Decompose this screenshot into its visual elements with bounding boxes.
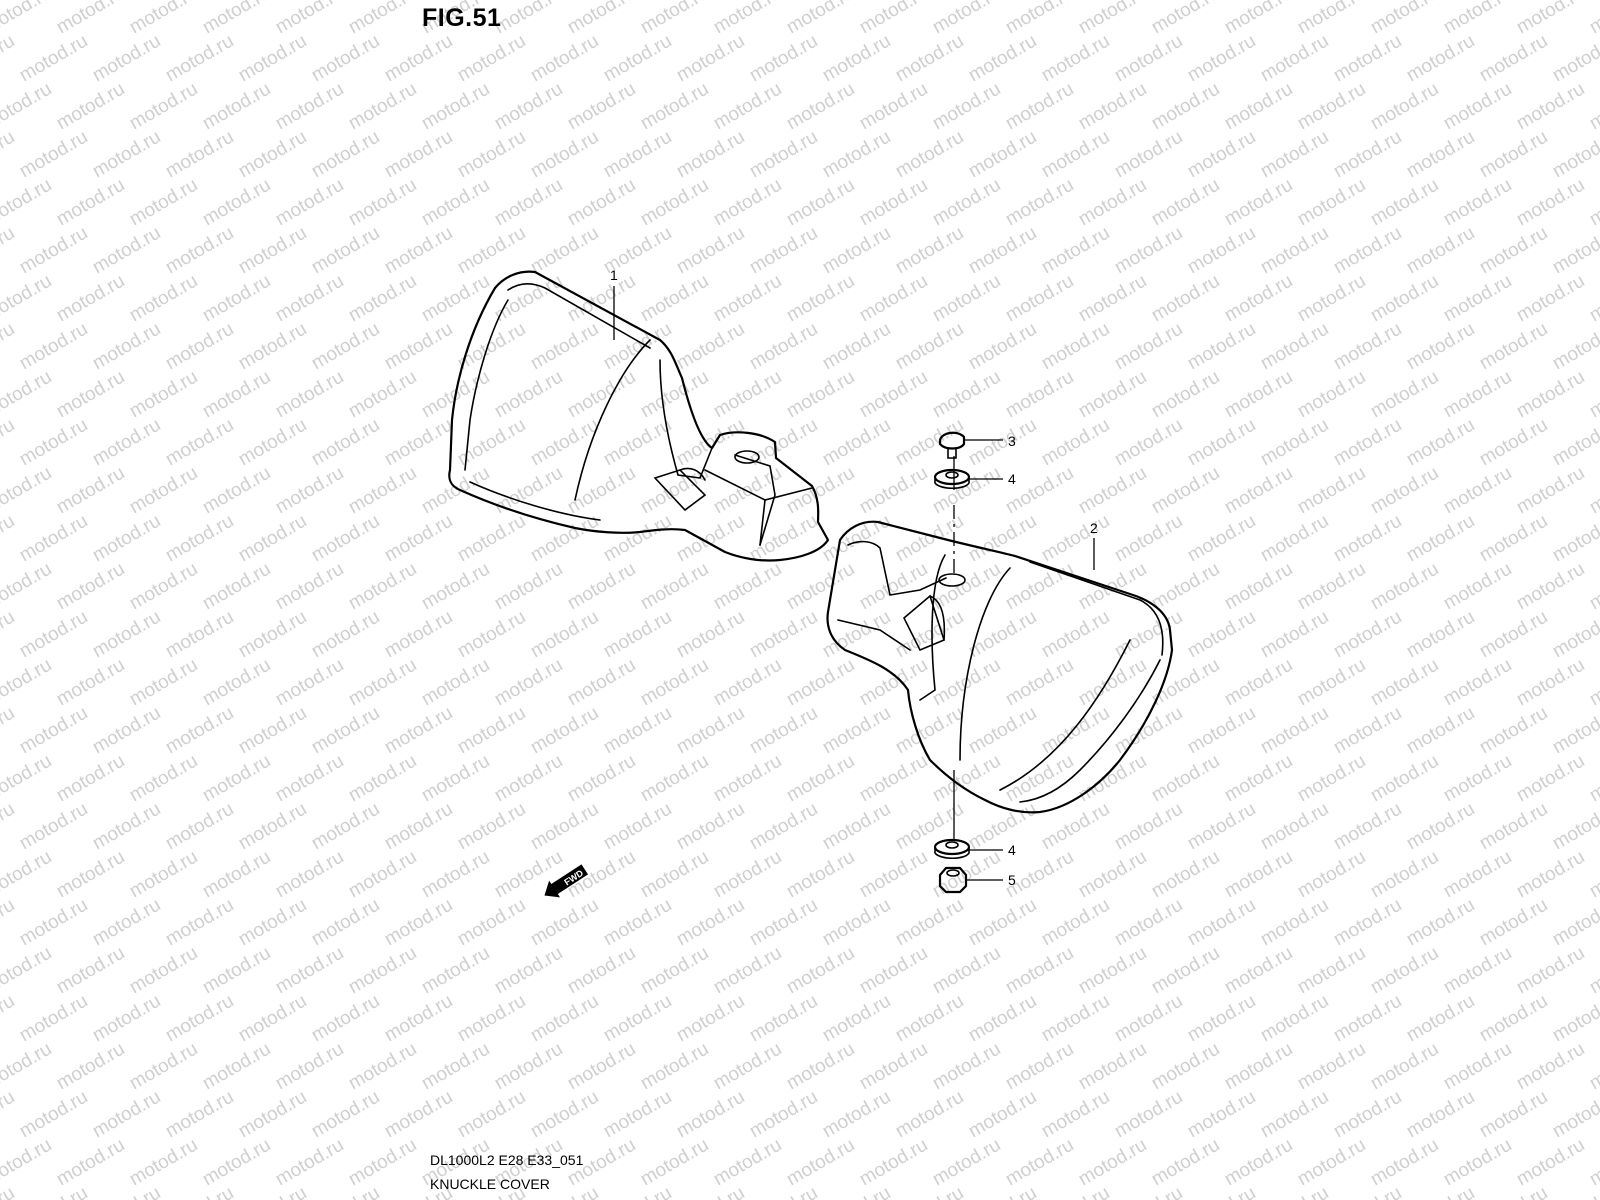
knuckle-cover-right — [826, 520, 1174, 814]
callout-5: 5 — [1008, 872, 1016, 888]
figure-title: FIG.51 — [422, 4, 502, 32]
knuckle-cover-left — [448, 270, 830, 562]
washer-part-4-lower — [933, 838, 1003, 860]
callout-3: 3 — [1008, 433, 1016, 449]
nut-part-5 — [938, 866, 1003, 894]
figure-name: KNUCKLE COVER — [430, 1176, 550, 1192]
callout-1: 1 — [610, 267, 618, 283]
callout-2: 2 — [1090, 520, 1098, 536]
callout-4-lower: 4 — [1008, 842, 1016, 858]
figure-code: DL1000L2 E28 E33_051 — [430, 1152, 584, 1168]
callout-4-upper: 4 — [1008, 471, 1016, 487]
washer-part-4-upper — [933, 468, 1003, 490]
screw-part-3 — [938, 431, 1003, 459]
forward-arrow-icon: FWD — [544, 864, 589, 898]
